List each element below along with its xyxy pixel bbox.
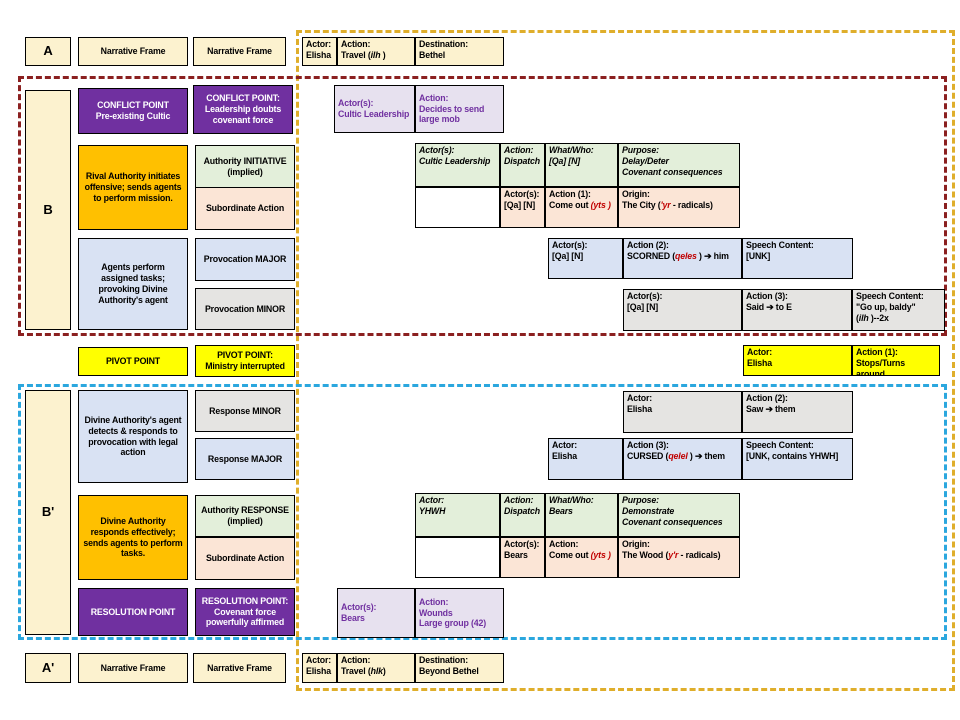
cursed-table: Actor:Elisha Action (3): CURSED (qelel )…: [548, 438, 853, 480]
resolution-point-box: RESOLUTION POINT: [78, 588, 188, 636]
action-cell: Action (3):Said ➔ to E: [742, 289, 852, 331]
said-table: Actor(s):[Qa] [N] Action (3):Said ➔ to E…: [623, 289, 945, 331]
action-cell: Action:Dispatch: [500, 143, 545, 187]
actor-cell: Actor(s):[Qa] [N]: [500, 187, 545, 228]
actor-cell: Actor:Elisha: [623, 391, 742, 433]
response-minor-box: Response MINOR: [195, 390, 295, 432]
empty-cell: [415, 537, 500, 578]
actor-cell: Actor:Elisha: [743, 345, 852, 376]
section-b-dashed-frame: [18, 76, 947, 336]
provocation-minor-box: Provocation MINOR: [195, 288, 295, 330]
action-cell: Action (2):Saw ➔ them: [742, 391, 853, 433]
actor-cell: Actor(s):Bears: [337, 588, 415, 638]
divine-agent-detects-box: Divine Authority's agent detects & respo…: [78, 390, 188, 483]
action-cell: Action (1):Stops/Turns around: [852, 345, 940, 376]
destination-cell: Destination:Beyond Bethel: [415, 653, 504, 683]
actor-cell: Actor:YHWH: [415, 493, 500, 537]
destination-cell: Destination:Bethel: [415, 37, 504, 66]
authority-response-box: Authority RESPONSE(implied): [195, 495, 295, 537]
actor-cell: Actor:Elisha: [302, 37, 337, 66]
speech-content-cell: Speech Content:[UNK, contains YHWH]: [742, 438, 853, 480]
divine-authority-box: Divine Authority responds effectively; s…: [78, 495, 188, 580]
narrative-frame-box: Narrative Frame: [193, 653, 286, 683]
actor-cell: Actor(s):Cultic Leadership: [415, 143, 500, 187]
action-cell: Action (1): Come out (yts ): [545, 187, 618, 228]
response-major-box: Response MAJOR: [195, 438, 295, 480]
what-who-cell: What/Who:Bears: [545, 493, 618, 537]
origin-cell: Origin: The Wood (y'r - radicals): [618, 537, 740, 578]
action-cell: Action:Decides to send large mob: [415, 85, 504, 133]
actor-cell: Actor(s):[Qa] [N]: [548, 238, 623, 279]
what-who-cell: What/Who:[Qa] [N]: [545, 143, 618, 187]
actor-cell: Actor(s):Cultic Leadership: [334, 85, 415, 133]
section-b-prime-label: B': [25, 390, 71, 635]
cultic-leadership-table: Actor(s):Cultic Leadership Action:Decide…: [334, 85, 504, 133]
speech-content-cell: Speech Content:[UNK]: [742, 238, 853, 279]
scorned-table: Actor(s):[Qa] [N] Action (2): SCORNED (q…: [548, 238, 853, 279]
narrative-frame-box: Narrative Frame: [193, 37, 286, 66]
agents-perform-box: Agents perform assigned tasks; provoking…: [78, 238, 188, 330]
subordinate-action-box: Subordinate Action: [195, 187, 295, 230]
narrative-frame-box: Narrative Frame: [78, 653, 188, 683]
narrative-frame-box: Narrative Frame: [78, 37, 188, 66]
saw-table: Actor:Elisha Action (2):Saw ➔ them: [623, 391, 853, 433]
pivot-point-detail-box: PIVOT POINT:Ministry interrupted: [195, 345, 295, 377]
dispatch-table-b: Actor(s):Cultic Leadership Action:Dispat…: [415, 143, 740, 228]
actor-cell: Actor:Elisha: [302, 653, 337, 683]
dispatch-table-b-prime: Actor:YHWH Action:Dispatch What/Who:Bear…: [415, 493, 740, 578]
subordinate-action-box: Subordinate Action: [195, 537, 295, 580]
provocation-major-box: Provocation MAJOR: [195, 238, 295, 281]
authority-initiative-box: Authority INITIATIVE(implied): [195, 145, 295, 188]
actor-cell: Actor(s):[Qa] [N]: [623, 289, 742, 331]
origin-cell: Origin: The City ('yr - radicals): [618, 187, 740, 228]
travel-table-a: Actor:Elisha Action: Travel (ilh ) Desti…: [302, 37, 504, 66]
rival-authority-box: Rival Authority initiates offensive; sen…: [78, 145, 188, 230]
action-cell: Action: Travel (ilh ): [337, 37, 415, 66]
section-a-prime-label: A': [25, 653, 71, 683]
dispatch-header-row: Actor:YHWH Action:Dispatch What/Who:Bear…: [415, 493, 740, 537]
actor-cell: Actor:Elisha: [548, 438, 623, 480]
section-b-label: B: [25, 90, 71, 330]
empty-cell: [415, 187, 500, 228]
dispatch-sub-row: Actor(s):[Qa] [N] Action (1): Come out (…: [415, 187, 740, 228]
gold-dashed-frame: [296, 30, 955, 691]
pivot-table: Actor:Elisha Action (1):Stops/Turns arou…: [743, 345, 940, 376]
section-b-prime-dashed-frame: [18, 384, 947, 640]
action-cell: Action: Come out (yts ): [545, 537, 618, 578]
action-cell: Action: Travel (hlk): [337, 653, 415, 683]
dispatch-sub-row: Actor(s):Bears Action: Come out (yts ) O…: [415, 537, 740, 578]
section-a-label: A: [25, 37, 71, 66]
action-cell: Action:Dispatch: [500, 493, 545, 537]
action-cell: Action (2): SCORNED (qeles ) ➔ him: [623, 238, 742, 279]
actor-cell: Actor(s):Bears: [500, 537, 545, 578]
speech-content-cell: Speech Content: "Go up, baldy" (ilh )--2…: [852, 289, 945, 331]
dispatch-header-row: Actor(s):Cultic Leadership Action:Dispat…: [415, 143, 740, 187]
action-cell: Action (3): CURSED (qelel ) ➔ them: [623, 438, 742, 480]
travel-table-a-prime: Actor:Elisha Action: Travel (hlk) Destin…: [302, 653, 504, 683]
pivot-point-box: PIVOT POINT: [78, 347, 188, 376]
